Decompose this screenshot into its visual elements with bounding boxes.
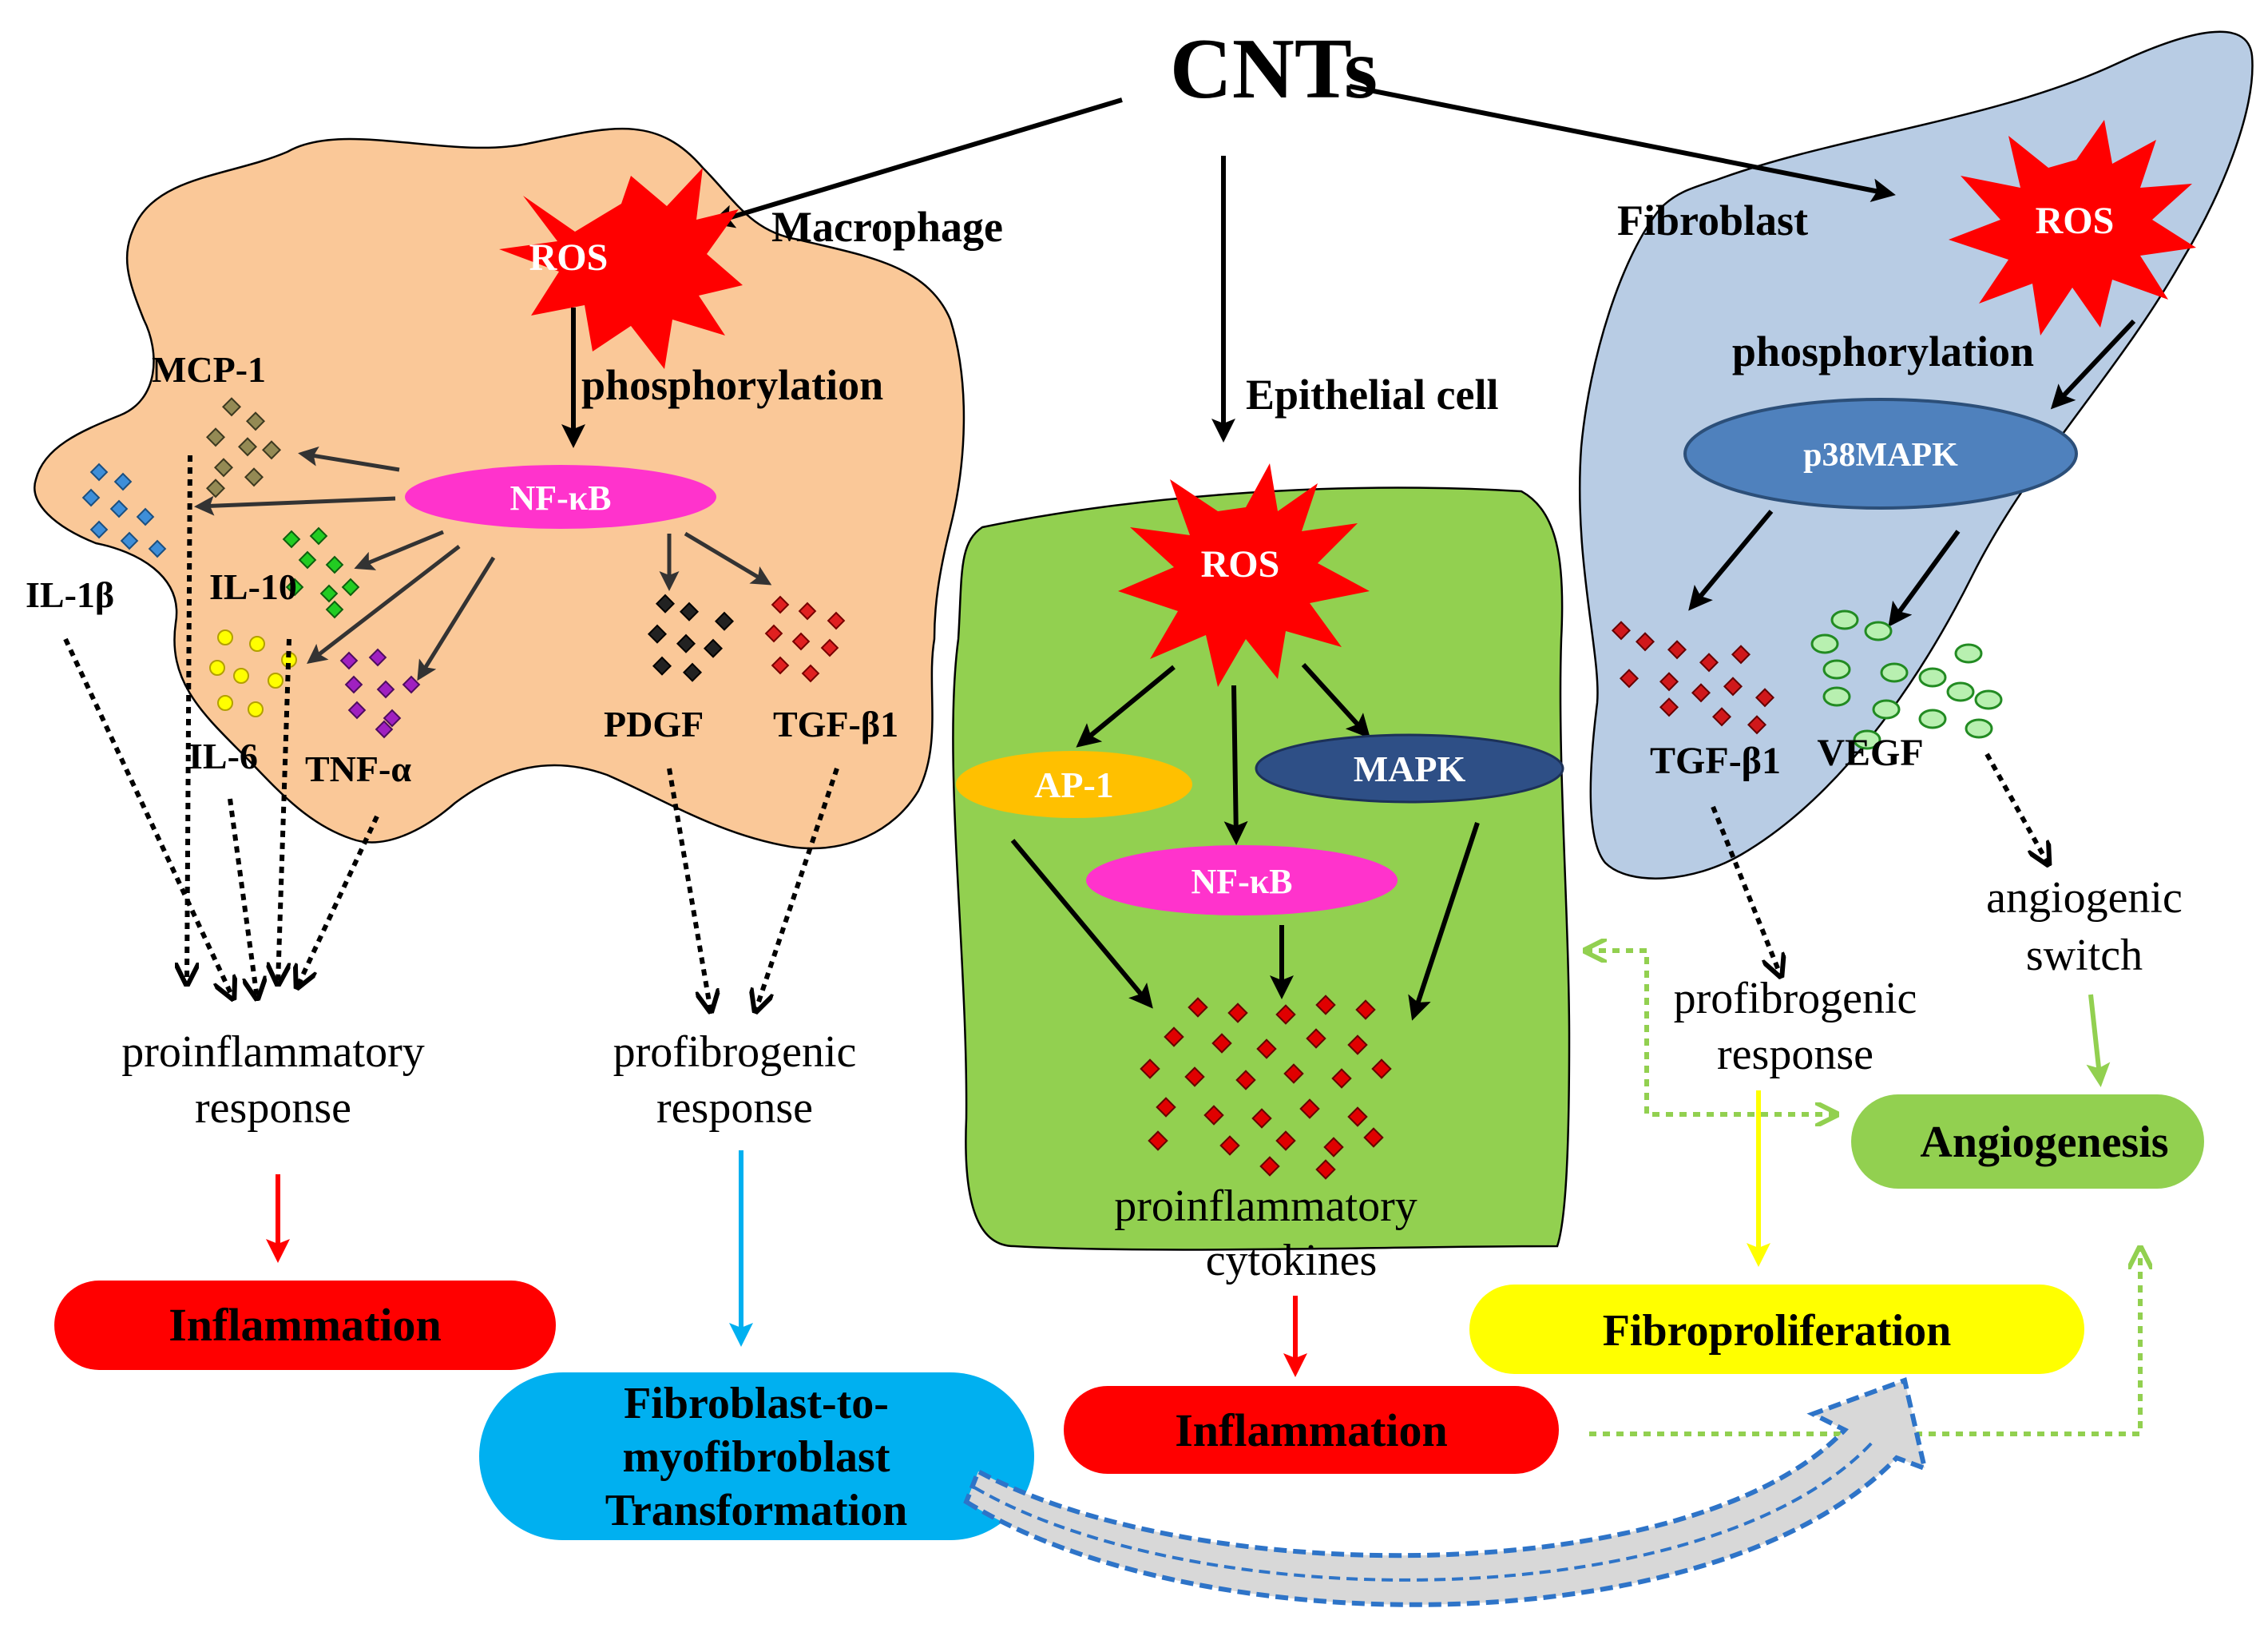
mcp1-label: MCP-1 (152, 349, 266, 390)
fmt-line3: Transformation (605, 1486, 908, 1535)
pdgf-dots (647, 594, 735, 682)
fmt-outcome (479, 1372, 1034, 1540)
fibroproliferation-label: Fibroproliferation (1603, 1306, 1952, 1356)
p38mapk-node (1683, 398, 2078, 510)
ap1-node (956, 751, 1192, 818)
dotted-il10-to-response (278, 638, 291, 984)
ap1-label: AP-1 (1034, 764, 1114, 805)
dotted-epithelial-to-angiogenesis (1585, 951, 1837, 1114)
arrow-nfkb-to-tgfb1 (684, 531, 772, 586)
feedback-arrow-fmt-to-fibroproliferation (963, 1377, 1929, 1607)
arrow-cnts-to-fibroblast (1349, 84, 1896, 203)
macrophage-nfkb-arrows (194, 446, 772, 681)
dotted-inflammation-to-angiogenesis (1589, 1248, 2140, 1436)
dotted-il1b-to-response (63, 637, 233, 999)
fibroblast-profibrogenic-line2: response (1717, 1030, 1873, 1079)
feedback-arrow-inner-dash (973, 1440, 1874, 1582)
macrophage-phosphorylation-label: phosphorylation (581, 361, 883, 409)
macrophage-ros-burst (499, 168, 743, 369)
arrow-switch-to-angiogenesis (2086, 994, 2111, 1087)
title-cnts: CNTs (1170, 22, 1378, 117)
label-fibroblast: Fibroblast (1617, 197, 1808, 244)
inflammation-center-label: Inflammation (1175, 1404, 1448, 1456)
dotted-pdgf-to-profibrogenic (667, 768, 711, 1011)
dotted-mcp1-to-response (187, 455, 190, 984)
arrow-p38-to-vegf (1888, 530, 1961, 627)
arrow-nfkb-to-il6 (307, 545, 461, 665)
tnfa-dots (339, 648, 421, 739)
pdgf-label: PDGF (604, 704, 704, 745)
il10-dots (282, 526, 360, 619)
macrophage-profibrogenic-line1: profibrogenic (613, 1027, 857, 1077)
epithelial-cytokines-line1: proinflammatory (1114, 1181, 1417, 1231)
macrophage-profibrogenic-line2: response (656, 1083, 813, 1133)
macrophage-dotted-arrows (63, 455, 839, 1011)
vegf-dots (1810, 610, 2003, 750)
dotted-il6-to-response (228, 798, 257, 999)
mcp1-dots (205, 397, 282, 498)
epithelial-nfkb-label: NF-κB (1191, 862, 1292, 901)
macrophage-nfkb-node (405, 465, 716, 529)
green-dotted-connectors (1585, 951, 2140, 1436)
fmt-line1: Fibroblast-to- (624, 1379, 889, 1428)
epithelial-nfkb-node (1086, 845, 1398, 915)
macrophage-nfkb-label: NF-κB (510, 478, 611, 518)
il1b-dots (81, 463, 167, 558)
epithelial-cytokine-arrows (1010, 822, 1480, 1021)
macrophage-tgfb1-label: TGF-β1 (773, 704, 898, 745)
arrow-ros-to-nfkb-epithelial (1223, 685, 1248, 845)
macrophage-proinflammatory-line1: proinflammatory (121, 1027, 424, 1077)
macrophage-tgfb1-dots (764, 595, 846, 683)
fibroblast-ros-label: ROS (2036, 200, 2115, 242)
tnfa-label: TNF-α (305, 749, 411, 789)
inflammation-outcome-center (1064, 1386, 1559, 1474)
epithelial-ros-burst (1118, 463, 1370, 687)
angiogenic-switch-line2: switch (2026, 931, 2143, 980)
mapk-label: MAPK (1354, 749, 1466, 789)
arrow-ros-to-p38mapk (2050, 319, 2136, 410)
fmt-line2: myofibroblast (623, 1432, 890, 1482)
il6-label: IL-6 (188, 736, 258, 776)
macrophage-ros-label: ROS (529, 236, 609, 279)
arrow-nfkb-to-mcp1 (298, 446, 400, 472)
epithelial-ros-arrows (1076, 662, 1371, 845)
fibroblast-tgfb1-label: TGF-β1 (1650, 740, 1781, 782)
dotted-tnfa-to-response (297, 815, 379, 987)
label-epithelial-cell: Epithelial cell (1246, 371, 1499, 419)
arrow-nfkb-to-il1b (194, 495, 396, 516)
fibroblast-phosphorylation-label: phosphorylation (1732, 328, 2034, 375)
vegf-label: VEGF (1817, 732, 1923, 774)
angiogenesis-label: Angiogenesis (1920, 1118, 2168, 1167)
fibroblast-tgfb1-dots (1611, 621, 1775, 735)
angiogenic-switch-line1: angiogenic (1986, 873, 2183, 923)
il10-label: IL-10 (209, 566, 297, 607)
epithelial-ros-label: ROS (1201, 543, 1280, 586)
arrow-cnts-to-macrophage (710, 97, 1123, 228)
il6-dots (209, 629, 297, 717)
inflammation-left-label: Inflammation (169, 1299, 442, 1351)
arrow-nfkb-to-il10 (354, 530, 444, 570)
inflammation-outcome-left (54, 1281, 556, 1370)
arrow-ros-to-ap1 (1076, 665, 1176, 748)
fibroproliferation-outcome (1469, 1285, 2084, 1374)
arrow-nfkb-to-tnfa (417, 556, 496, 681)
arrow-ap1-to-cytokines (1010, 839, 1153, 1009)
p38mapk-label: p38MAPK (1803, 437, 1958, 474)
dotted-vegf-to-angiogenic-switch (1985, 752, 2048, 864)
mapk-node (1255, 733, 1564, 804)
arrow-p38-to-tgfb1 (1688, 510, 1774, 611)
arrow-mapk-to-cytokines (1408, 822, 1480, 1021)
il1b-label: IL-1β (26, 574, 114, 615)
epithelial-cytokines-line2: cytokines (1206, 1236, 1378, 1285)
epithelial-cytokine-dots (1140, 995, 1392, 1180)
macrophage-proinflammatory-line2: response (195, 1083, 351, 1133)
angiogenesis-outcome (1851, 1094, 2204, 1189)
label-macrophage: Macrophage (771, 203, 1003, 251)
arrow-ros-to-mapk (1301, 662, 1371, 739)
fibroblast-profibrogenic-line1: profibrogenic (1674, 974, 1917, 1023)
fibroblast-ros-burst (1949, 120, 2196, 336)
